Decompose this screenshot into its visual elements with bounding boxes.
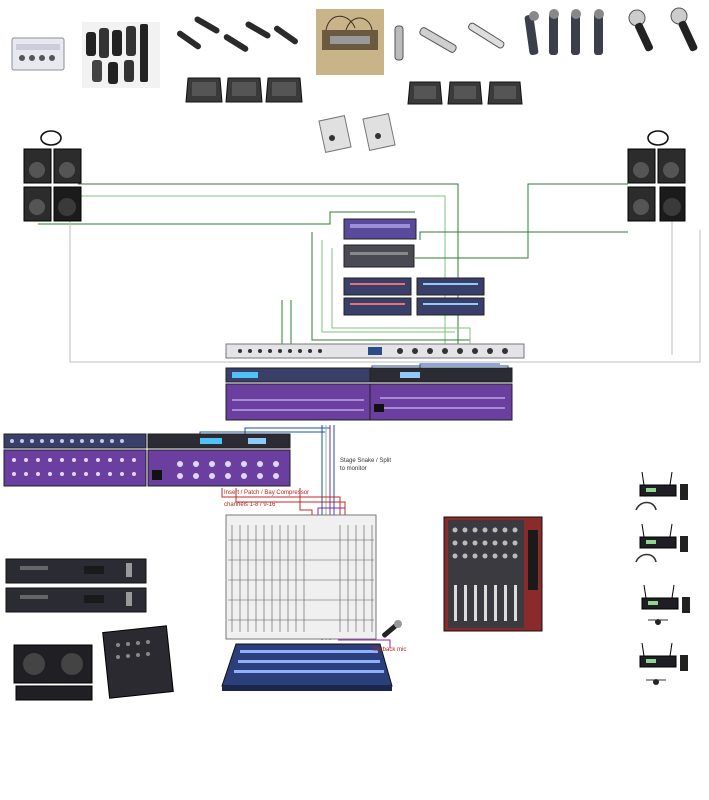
main-mixing-console: Talkback mic — [221, 514, 406, 691]
snake-label: Stage Snake / Split — [340, 458, 391, 464]
power-amp-2 — [343, 277, 412, 296]
processing-rack — [225, 343, 525, 421]
cable-left-speaker-bottom — [78, 195, 446, 345]
wireless-systems — [635, 471, 690, 685]
floor-monitor-left-group — [185, 77, 303, 103]
power-amp-4 — [416, 277, 485, 296]
insert-label: Insert / Patch / Bay Compressor — [224, 490, 309, 496]
cd-player-2 — [5, 587, 147, 613]
dj-mixer — [102, 625, 174, 699]
left-speaker-headset — [40, 130, 62, 146]
left-pa-speakers — [23, 130, 82, 222]
cable-purple-1 — [338, 639, 391, 648]
cable-right-mid — [419, 231, 628, 240]
wireless-headset-system-2 — [635, 523, 688, 563]
wireless-lavalier-system-1 — [641, 584, 690, 625]
stage-input-devices — [11, 7, 698, 153]
multi-channel-compressor — [3, 449, 147, 487]
power-amp-3 — [343, 297, 412, 316]
cable-gray-left — [69, 220, 701, 363]
wireless-headset-system-1 — [635, 471, 688, 511]
cable-amp-drop-1 — [311, 232, 470, 341]
cable-red-2 — [235, 488, 346, 520]
crossover-unit — [343, 218, 417, 240]
cd-player-1 — [5, 558, 147, 584]
wireless-mic-label: Talkback mic — [372, 647, 406, 653]
analog-mixer — [443, 516, 543, 632]
wireless-lavalier-system-2 — [639, 642, 688, 685]
power-amp-5 — [416, 297, 485, 316]
stage-box — [11, 37, 65, 71]
floor-monitor-right-group — [407, 81, 523, 105]
di-boxes — [318, 113, 396, 153]
condenser-mics-group — [394, 22, 505, 61]
cable-right-top — [415, 183, 628, 259]
right-speaker-headset — [647, 130, 669, 146]
dynamic-mics-group — [176, 16, 299, 52]
stage-snake-photo — [316, 9, 384, 75]
noise-gate-unit — [3, 433, 147, 449]
effects-processor — [369, 367, 513, 383]
dj-cd-deck-unit — [15, 685, 93, 701]
snake-label-sub: to monitor — [340, 466, 367, 472]
cable-amp-drop-3 — [331, 248, 471, 345]
console-channel-strip-diagram — [225, 514, 377, 640]
power-amp-1 — [343, 244, 415, 268]
crossover-processor — [369, 383, 513, 421]
insert-label-sub: channels 1-8 / 9-16 — [224, 502, 276, 508]
vocal-mics-group — [628, 7, 698, 52]
amplifier-rack — [343, 218, 485, 316]
cable-left-mid — [38, 211, 415, 225]
cable-amp-drop-2 — [321, 240, 455, 333]
graphic-equalizer — [225, 383, 371, 421]
drum-mic-kit — [82, 22, 160, 88]
right-pa-speakers — [627, 130, 686, 222]
handheld-mics-group — [524, 9, 604, 55]
playback-devices — [5, 558, 174, 701]
quad-compressor — [147, 449, 291, 487]
talkback-mic — [382, 620, 402, 638]
outboard-rack-left — [3, 433, 147, 487]
outboard-rack-right — [147, 433, 291, 487]
